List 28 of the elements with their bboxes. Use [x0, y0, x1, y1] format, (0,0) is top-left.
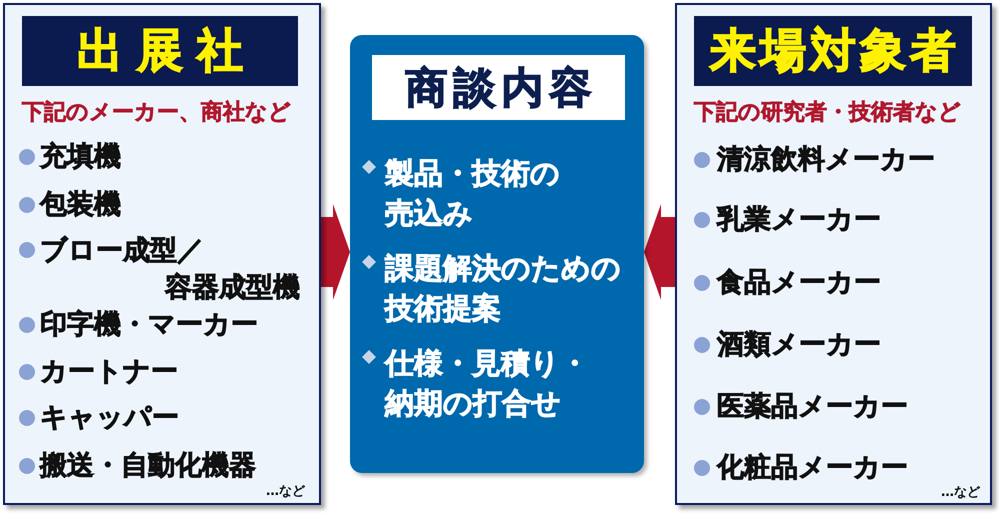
- list-item: 製品・技術の売込み: [385, 155, 561, 232]
- list-item: 包装機: [40, 190, 121, 220]
- subheading: 下記のメーカー、商社など: [22, 100, 291, 126]
- list-item: 乳業メーカー: [717, 205, 881, 235]
- list-item: 充填機: [40, 142, 121, 172]
- arrow: [644, 204, 675, 300]
- heading-banner: 商談内容: [372, 55, 625, 120]
- list-panel: [675, 3, 992, 505]
- list-item: ブロー成型／容器成型機: [40, 234, 300, 304]
- footnote: …など: [266, 484, 305, 500]
- list-item: 仕様・見積り・納期の打合せ: [385, 345, 590, 422]
- list-item: 化粧品メーカー: [717, 453, 908, 483]
- list-item: キャッパー: [40, 403, 179, 433]
- list-item: 搬送・自動化機器: [40, 451, 256, 481]
- list-item: 清涼飲料メーカー: [717, 145, 935, 175]
- arrow: [321, 204, 350, 300]
- list-item: 印字機・マーカー: [40, 310, 258, 340]
- list-item: 課題解決のための技術提案: [385, 250, 622, 327]
- list-item: 医薬品メーカー: [717, 392, 908, 422]
- list-item: 酒類メーカー: [717, 330, 881, 360]
- list-item: 食品メーカー: [717, 268, 881, 298]
- list-panel: [3, 3, 321, 505]
- list-item: カートナー: [40, 357, 178, 387]
- subheading: 下記の研究者・技術者など: [694, 100, 961, 126]
- content-panel: [350, 35, 644, 473]
- heading-banner: 来場対象者: [694, 16, 972, 86]
- heading-banner: 出展社: [22, 16, 298, 86]
- footnote: …など: [941, 485, 980, 501]
